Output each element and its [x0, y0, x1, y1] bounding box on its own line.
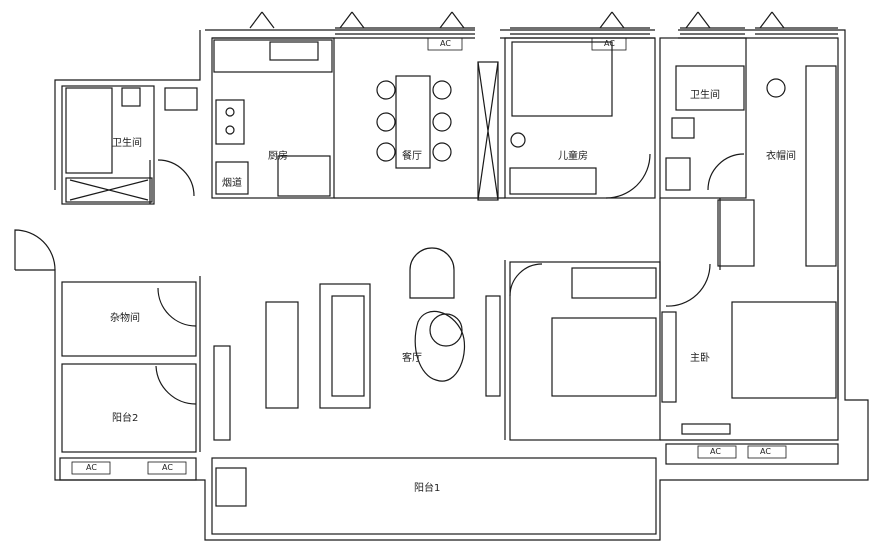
- cloak-rack-2: [717, 199, 755, 267]
- sink-right: [665, 157, 691, 191]
- ac-strip-right: [665, 443, 839, 465]
- kitchen-sink: [269, 41, 319, 61]
- ac-label: AC: [710, 447, 721, 456]
- window-top: [335, 27, 838, 35]
- tv-cabinet: [265, 301, 299, 409]
- shower-right: [675, 65, 745, 111]
- room-label-storage: 杂物间: [110, 313, 140, 324]
- bath-left-wall: [61, 85, 155, 205]
- room-label-kitchen: 厨房: [268, 151, 288, 162]
- cabinet-column: [477, 61, 499, 201]
- room-label-kids-room: 儿童房: [558, 151, 588, 162]
- room-label-cloakroom: 衣帽间: [766, 151, 796, 162]
- ac-label: AC: [760, 447, 771, 456]
- ac-strip-left: [59, 457, 197, 481]
- room-label-dining: 餐厅: [402, 151, 422, 162]
- room-label-living: 客厅: [402, 353, 422, 364]
- dining-table: [395, 75, 431, 169]
- toilet-right: [671, 117, 695, 139]
- room-label-bath-right: 卫生间: [690, 90, 720, 101]
- storage-wall: [61, 281, 197, 357]
- room-label-bath-left: 卫生间: [112, 138, 142, 149]
- room-label-master: 主卧: [690, 353, 710, 364]
- sofa: [319, 283, 371, 409]
- master-bed: [551, 317, 657, 397]
- washer: [215, 467, 247, 507]
- outer-wall: [15, 29, 869, 541]
- bath-right-wall: [659, 37, 747, 199]
- shower-tray: [65, 177, 153, 203]
- ac-label: AC: [86, 463, 97, 472]
- master-bed-right: [731, 301, 837, 399]
- stove: [215, 99, 245, 145]
- ac-label: AC: [604, 39, 615, 48]
- balcony2-wall: [61, 363, 197, 453]
- cloak-rack: [805, 65, 837, 267]
- kids-room-wall: [504, 37, 656, 199]
- room-label-balcony2: 阳台2: [112, 413, 139, 424]
- ac-label: AC: [162, 463, 173, 472]
- kitchen-wall: [211, 37, 335, 199]
- master-wall: [509, 261, 661, 441]
- kids-wardrobe: [509, 167, 597, 195]
- kids-bed: [511, 41, 613, 117]
- sofa-seat: [331, 295, 365, 397]
- balcony1-wall: [211, 457, 657, 535]
- kitchen-counter-top: [213, 39, 333, 73]
- room-label-flue: 烟道: [222, 178, 242, 189]
- bathtub: [65, 87, 113, 174]
- room-label-balcony1: 阳台1: [414, 483, 441, 494]
- fridge: [277, 155, 331, 197]
- ac-label: AC: [440, 39, 451, 48]
- master-wardrobe: [571, 267, 657, 299]
- sink-left: [164, 87, 198, 111]
- toilet-left: [121, 87, 141, 107]
- flue-box: [215, 161, 249, 195]
